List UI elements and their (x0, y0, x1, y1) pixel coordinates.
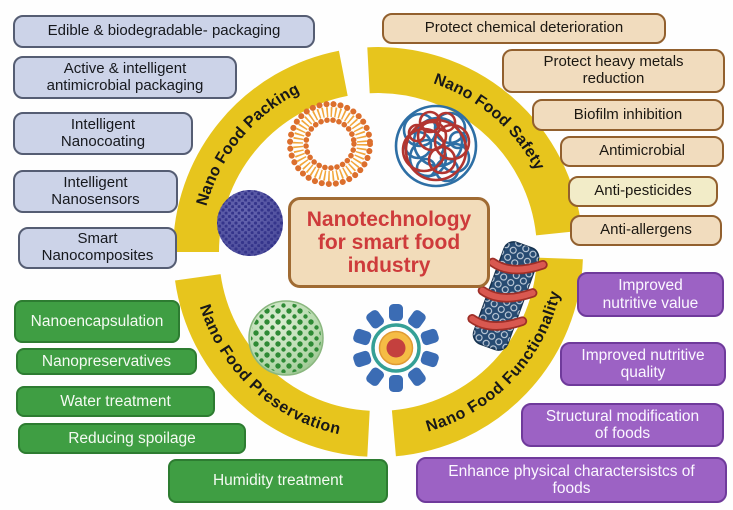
functionality-item: Improved nutritive value (577, 272, 724, 317)
safety-item: Anti-allergens (570, 215, 722, 246)
preservation-item: Nanoencapsulation (14, 300, 180, 343)
functionality-item: Improved nutritive quality (560, 342, 726, 386)
safety-item: Protect heavy metals reduction (502, 49, 725, 93)
preservation-item: Humidity treatment (168, 459, 388, 503)
packing-item: Smart Nanocomposites (18, 227, 177, 269)
functionality-item: Structural modification of foods (521, 403, 724, 447)
packing-item: Intelligent Nanosensors (13, 170, 178, 213)
preservation-item: Nanopreservatives (16, 348, 197, 375)
safety-item: Biofilm inhibition (532, 99, 724, 131)
packing-item: Active & intelligent antimicrobial packa… (13, 56, 237, 99)
safety-item: Anti-pesticides (568, 176, 718, 207)
functionality-item: Enhance physical charactersistcs of food… (416, 457, 727, 503)
liposome-icon (287, 101, 373, 187)
carbon-nanotube-icon (467, 241, 548, 351)
safety-item: Antimicrobial (560, 136, 724, 167)
preservation-item: Water treatment (16, 386, 215, 417)
safety-item: Protect chemical deterioration (382, 13, 666, 44)
center-title: Nanotechnology for smart food industry (288, 197, 490, 288)
green-nanocapsule-icon (248, 300, 324, 376)
nano-gear-icon (353, 304, 439, 392)
polymer-tangle-icon (394, 104, 478, 188)
blue-nanoparticle-icon (217, 190, 283, 256)
preservation-item: Reducing spoilage (18, 423, 246, 454)
packing-item: Edible & biodegradable- packaging (13, 15, 315, 48)
packing-item: Intelligent Nanocoating (13, 112, 193, 155)
